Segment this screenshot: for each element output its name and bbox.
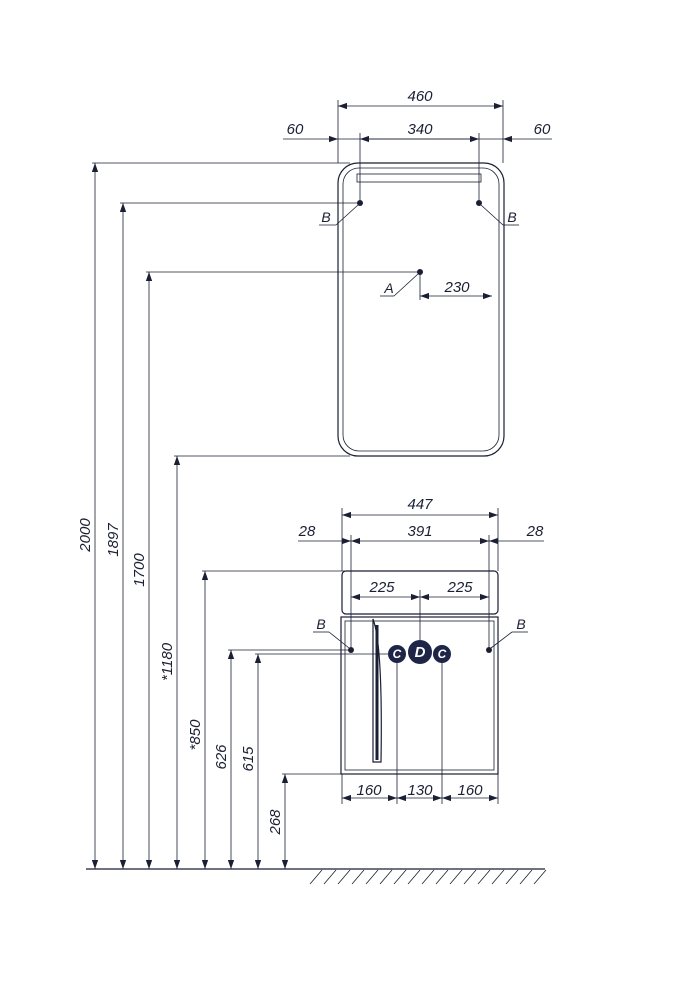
mirror-mount-point-left xyxy=(357,200,363,206)
mirror-marker-a: A xyxy=(383,280,393,296)
cabinet-badge-c-right xyxy=(433,645,451,663)
cabinet-bottom-right-label: 160 xyxy=(457,782,483,799)
height-2000-label: 2000 xyxy=(77,518,94,553)
cabinet-badge-c-right-label: C xyxy=(438,647,447,661)
cabinet: 447 391 28 28 225 225 B B C D C xyxy=(298,496,544,804)
mirror-mount-point-right xyxy=(476,200,482,206)
cabinet-badge-d xyxy=(408,640,432,664)
mirror-width-label: 460 xyxy=(407,88,433,105)
cabinet-offset-left-label: 28 xyxy=(298,523,316,540)
mirror-inner-width-label: 340 xyxy=(407,121,433,138)
cabinet-badge-d-label: D xyxy=(415,644,426,661)
cabinet-leader-b-right xyxy=(490,631,513,649)
floor xyxy=(86,868,547,885)
floor-hatching xyxy=(309,869,547,885)
mirror-offset-left-label: 60 xyxy=(287,121,304,138)
cabinet-width-label: 447 xyxy=(407,496,433,513)
cabinet-mount-point-right xyxy=(486,647,492,653)
cabinet-marker-b-right: B xyxy=(516,616,525,632)
mirror-marker-b-right: B xyxy=(507,209,516,225)
height-dimensions: 2000 1897 1700 *1180 *850 626 615 268 xyxy=(77,162,418,869)
mirror-leader-b-left xyxy=(335,204,359,226)
height-1700-label: 1700 xyxy=(131,553,148,587)
cabinet-badge-c-left-label: C xyxy=(393,647,402,661)
cabinet-leader-b-left xyxy=(328,631,350,649)
height-850-label: *850 xyxy=(187,719,204,751)
height-626-label: 626 xyxy=(213,744,230,770)
cabinet-bottom-left-label: 160 xyxy=(356,782,382,799)
mirror-marker-b-left: B xyxy=(321,209,330,225)
cabinet-inner-width-label: 391 xyxy=(407,523,432,540)
mirror-light-strip xyxy=(356,173,482,183)
mirror: 460 340 60 60 B B A 230 xyxy=(283,88,552,457)
cabinet-body xyxy=(340,616,499,775)
mirror-offset-right-label: 60 xyxy=(534,121,551,138)
height-1180-label: *1180 xyxy=(159,642,176,681)
cabinet-body-inner xyxy=(344,620,495,771)
mirror-outer-frame xyxy=(337,162,505,457)
height-268-label: 268 xyxy=(267,809,284,836)
cabinet-marker-b-left: B xyxy=(316,616,325,632)
mirror-inner-frame xyxy=(342,167,500,452)
height-1897-label: 1897 xyxy=(105,523,122,557)
cabinet-half-left-label: 225 xyxy=(368,579,395,596)
cabinet-badge-c-left xyxy=(388,645,406,663)
cabinet-offset-right-label: 28 xyxy=(526,523,544,540)
cabinet-bottom-mid-label: 130 xyxy=(407,782,433,799)
mirror-a-offset-label: 230 xyxy=(443,279,470,296)
height-615-label: 615 xyxy=(240,746,257,772)
cabinet-half-right-label: 225 xyxy=(446,579,473,596)
mirror-leader-a xyxy=(393,273,419,297)
cabinet-mount-point-left xyxy=(348,647,354,653)
mirror-leader-b-right xyxy=(480,204,504,226)
